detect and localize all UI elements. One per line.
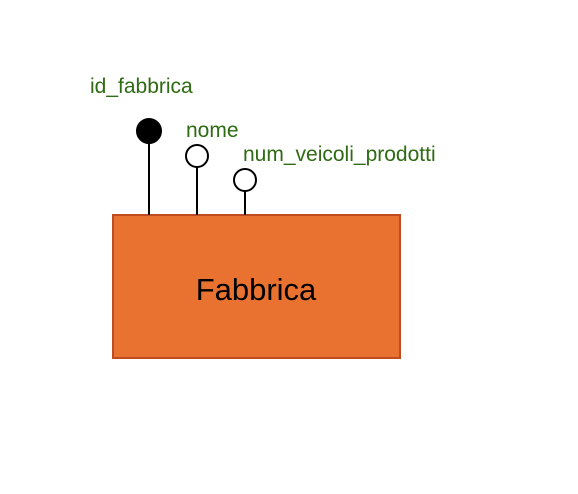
primary-key-icon [136, 118, 162, 144]
attribute-label: num_veicoli_prodotti [243, 143, 436, 166]
attribute-nome[interactable]: nome [185, 119, 239, 215]
entity-box [112, 214, 401, 359]
attribute-label: id_fabbrica [90, 75, 193, 98]
attribute-icon [185, 144, 209, 168]
attribute-num-veicoli-prodotti[interactable]: num_veicoli_prodotti [233, 143, 436, 215]
attribute-icon [233, 168, 257, 192]
attribute-label: nome [186, 119, 239, 142]
attribute-id-fabbrica[interactable]: id_fabbrica [90, 75, 193, 215]
entity-name: Fabbrica [196, 272, 317, 307]
entity-fabbrica[interactable]: Fabbrica [112, 214, 401, 359]
